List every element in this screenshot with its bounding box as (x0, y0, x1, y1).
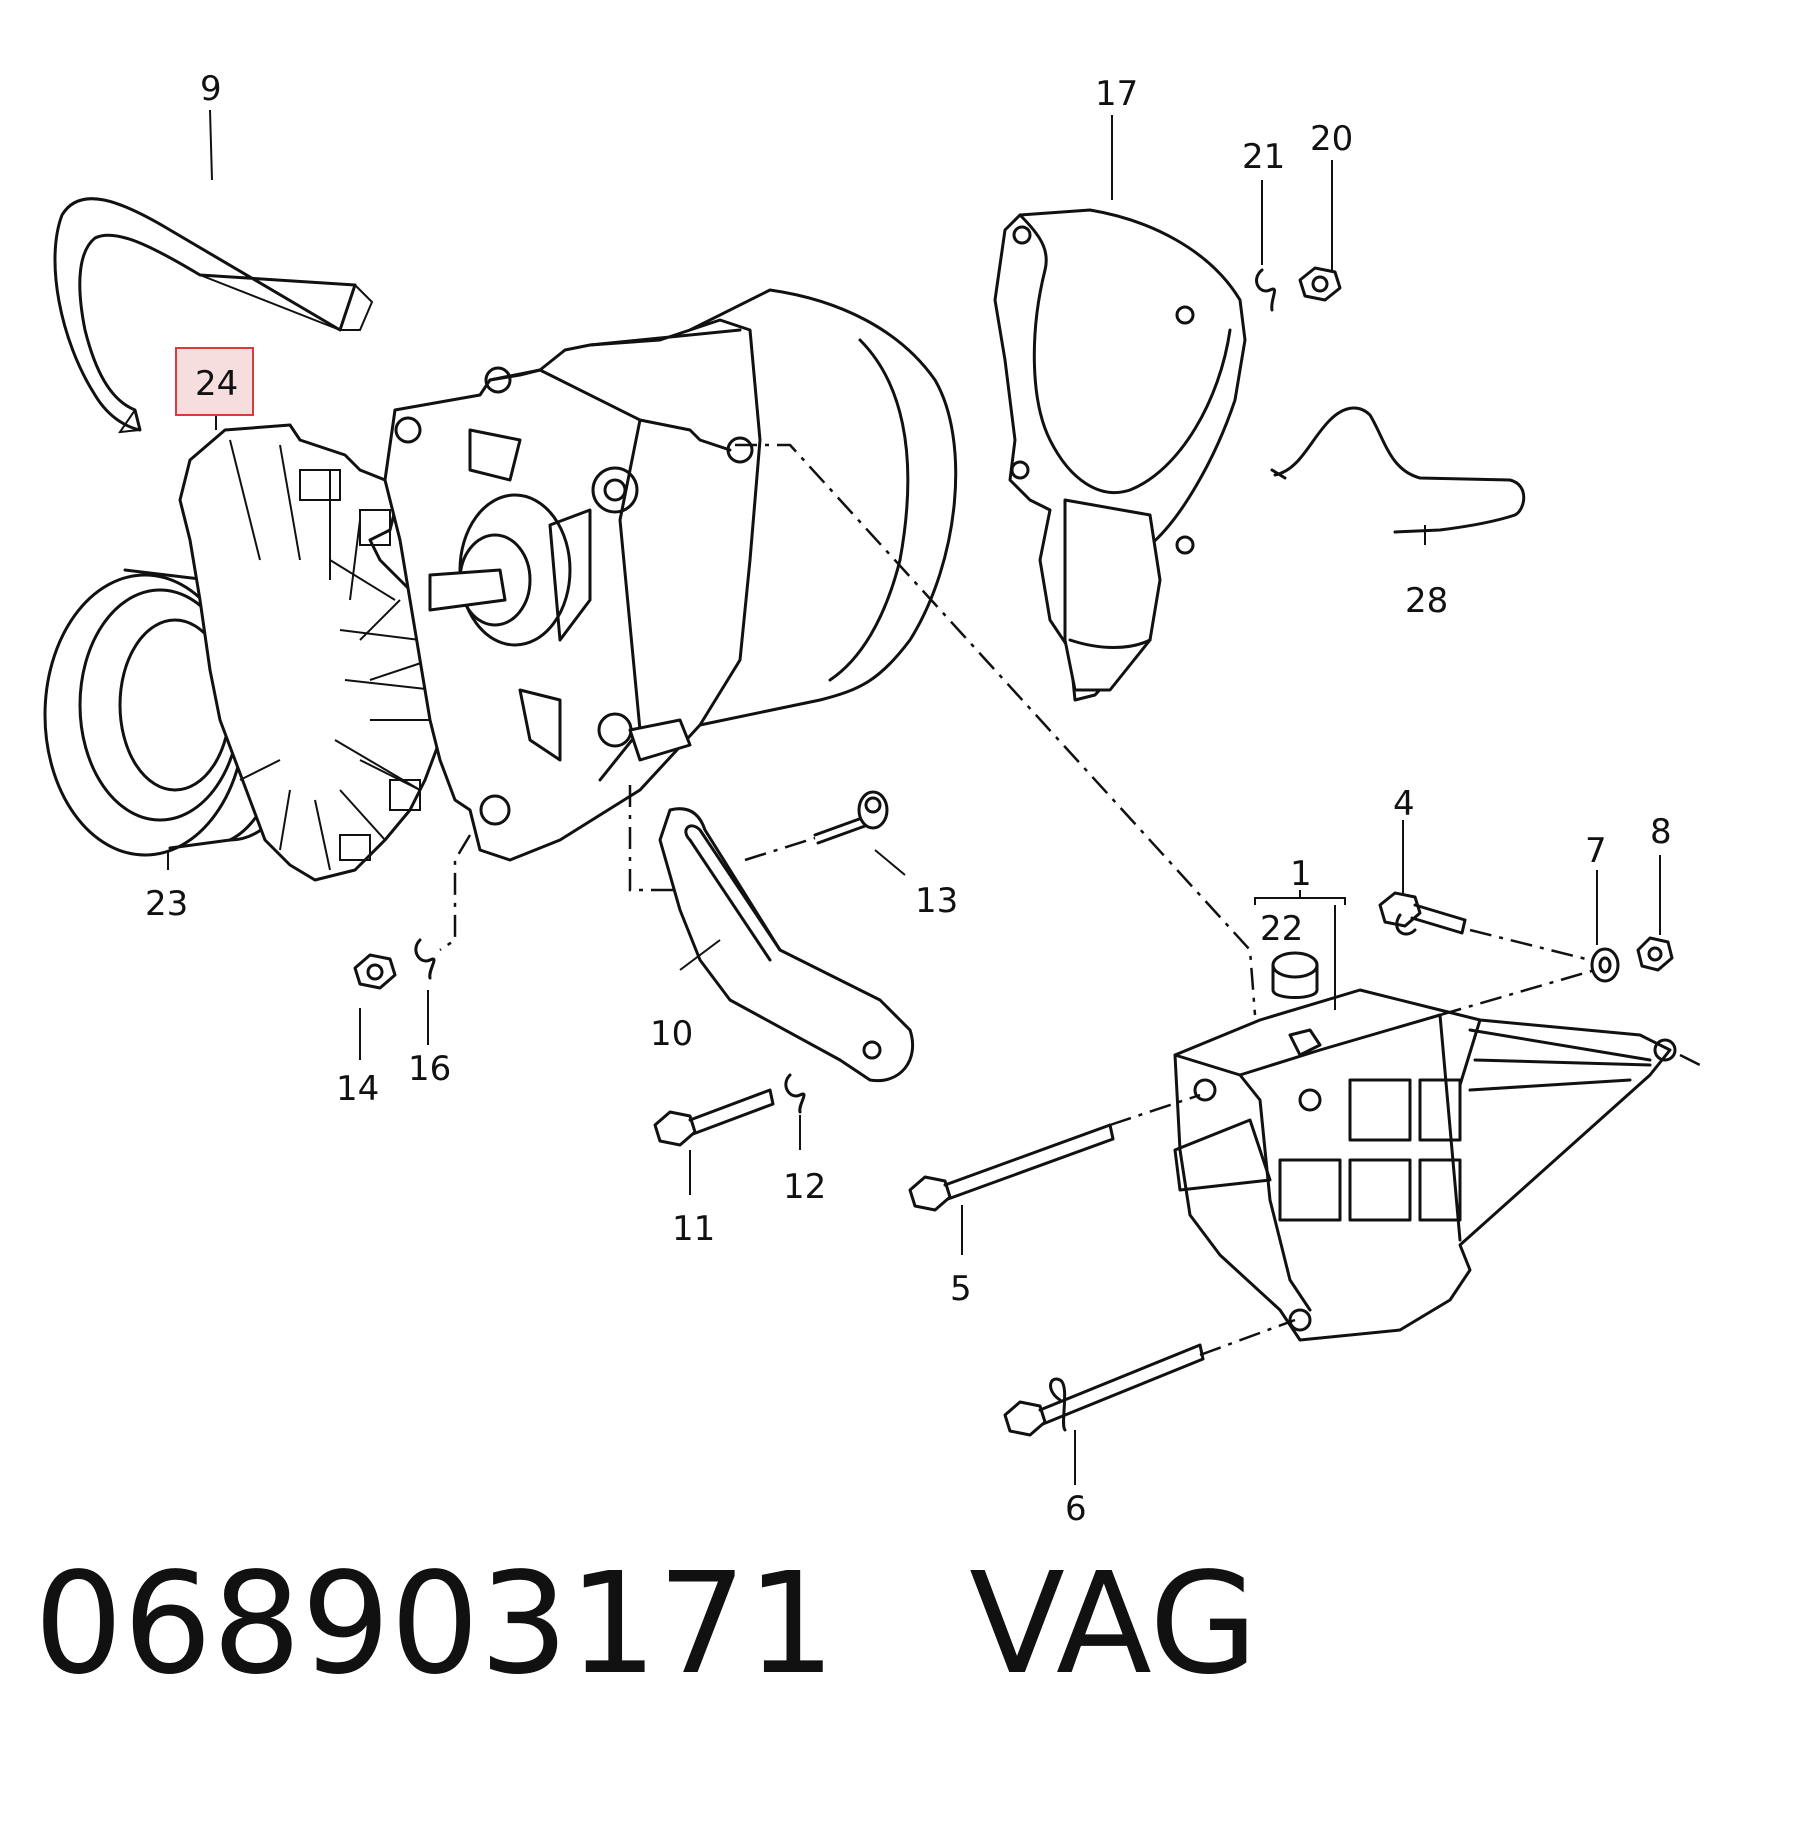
label-part-17: 17 (1095, 74, 1138, 114)
label-part-23: 23 (145, 884, 188, 924)
leader-lines (167, 109, 1661, 1485)
label-part-6: 6 (1065, 1489, 1087, 1529)
bracket-10-drawing (658, 807, 915, 1083)
label-part-24: 24 (195, 364, 238, 404)
label-part-10: 10 (650, 1014, 693, 1054)
bolt-13-drawing (813, 790, 889, 845)
label-part-4: 4 (1393, 784, 1415, 824)
bolt-4-drawing (1378, 891, 1467, 936)
label-part-21: 21 (1242, 137, 1285, 177)
label-part-22: 22 (1260, 909, 1303, 949)
label-part-14: 14 (336, 1069, 379, 1109)
part-number-caption: 068903171 VAG (34, 1555, 1258, 1695)
v-belt-drawing (53, 197, 374, 434)
bushing-22-drawing (1271, 951, 1319, 999)
clip-21-drawing (1255, 268, 1276, 312)
label-part-16: 16 (408, 1049, 451, 1089)
cover-drawing (993, 208, 1247, 702)
clip-16-drawing (414, 938, 436, 980)
bolt-6-drawing (1003, 1343, 1205, 1437)
assembly-lines (439, 443, 1701, 1357)
mounting-bracket-1-drawing (1173, 988, 1677, 1342)
clip-12-drawing (784, 1073, 806, 1114)
bolt-5-drawing (908, 1123, 1115, 1212)
bolt-11-drawing (653, 1088, 775, 1147)
label-part-7: 7 (1585, 831, 1607, 871)
brand-name: VAG (969, 1543, 1258, 1706)
label-part-28: 28 (1405, 581, 1448, 621)
highlight-box (175, 347, 254, 416)
nut-20-drawing (1298, 266, 1342, 302)
label-part-8: 8 (1650, 812, 1672, 852)
label-part-1: 1 (1290, 854, 1312, 894)
part-number: 068903171 (34, 1543, 836, 1706)
label-part-13: 13 (915, 881, 958, 921)
alternator-body-drawing (383, 288, 958, 862)
label-part-11: 11 (672, 1209, 715, 1249)
nut-8-drawing (1636, 936, 1674, 972)
wire-28-drawing (1270, 406, 1526, 534)
label-part-9: 9 (200, 69, 222, 109)
label-part-5: 5 (950, 1269, 972, 1309)
washer-7-drawing (1590, 947, 1620, 983)
label-part-12: 12 (783, 1167, 826, 1207)
label-part-20: 20 (1310, 119, 1353, 159)
nut-14-drawing (353, 953, 397, 990)
